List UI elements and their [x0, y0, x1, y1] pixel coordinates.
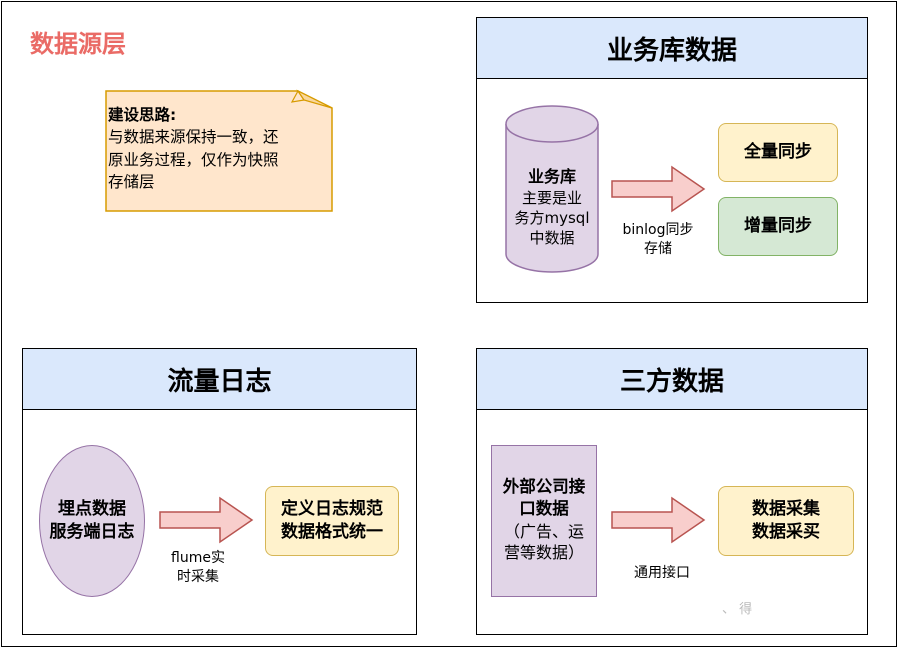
binlog-arrow — [611, 165, 706, 213]
cylinder-line: 务方mysql — [514, 208, 590, 227]
cylinder-title: 业务库 — [527, 167, 576, 186]
tracking-log-ellipse: 埋点数据 服务端日志 — [39, 445, 145, 597]
note-line: 原业务过程，仅作为快照 — [108, 150, 279, 169]
data-collection-box: 数据采集 数据采买 — [718, 486, 854, 556]
flume-arrow-label: flume实 时采集 — [171, 550, 225, 585]
external-api-data-box: 外部公司接 口数据 （广告、运 营等数据） — [491, 445, 597, 597]
business-db-header: 业务库数据 — [477, 18, 867, 79]
note-line: 存储层 — [108, 173, 155, 192]
traffic-log-header: 流量日志 — [23, 349, 416, 410]
log-standard-box: 定义日志规范 数据格式统一 — [265, 486, 399, 556]
layer-title: 数据源层 — [30, 30, 126, 58]
flume-arrow — [159, 496, 254, 544]
full-sync-box: 全量同步 — [718, 123, 838, 182]
cylinder-line: 中数据 — [529, 229, 575, 248]
incremental-sync-box: 增量同步 — [718, 197, 838, 256]
database-cylinder-text: 业务库 主要是业 务方mysql 中数据 — [504, 166, 600, 248]
binlog-arrow-label: binlog同步 存储 — [622, 222, 694, 257]
design-note — [105, 89, 333, 212]
api-arrow — [611, 496, 706, 544]
database-cylinder-icon — [505, 105, 599, 273]
watermark: 、 得 — [722, 602, 753, 617]
note-heading: 建设思路: — [108, 106, 177, 124]
third-party-header: 三方数据 — [477, 349, 867, 410]
design-note-text: 建设思路: 与数据来源保持一致，还 原业务过程，仅作为快照 存储层 — [108, 104, 328, 194]
note-line: 与数据来源保持一致，还 — [108, 128, 279, 147]
api-arrow-label: 通用接口 — [634, 565, 690, 581]
cylinder-line: 主要是业 — [521, 188, 582, 207]
